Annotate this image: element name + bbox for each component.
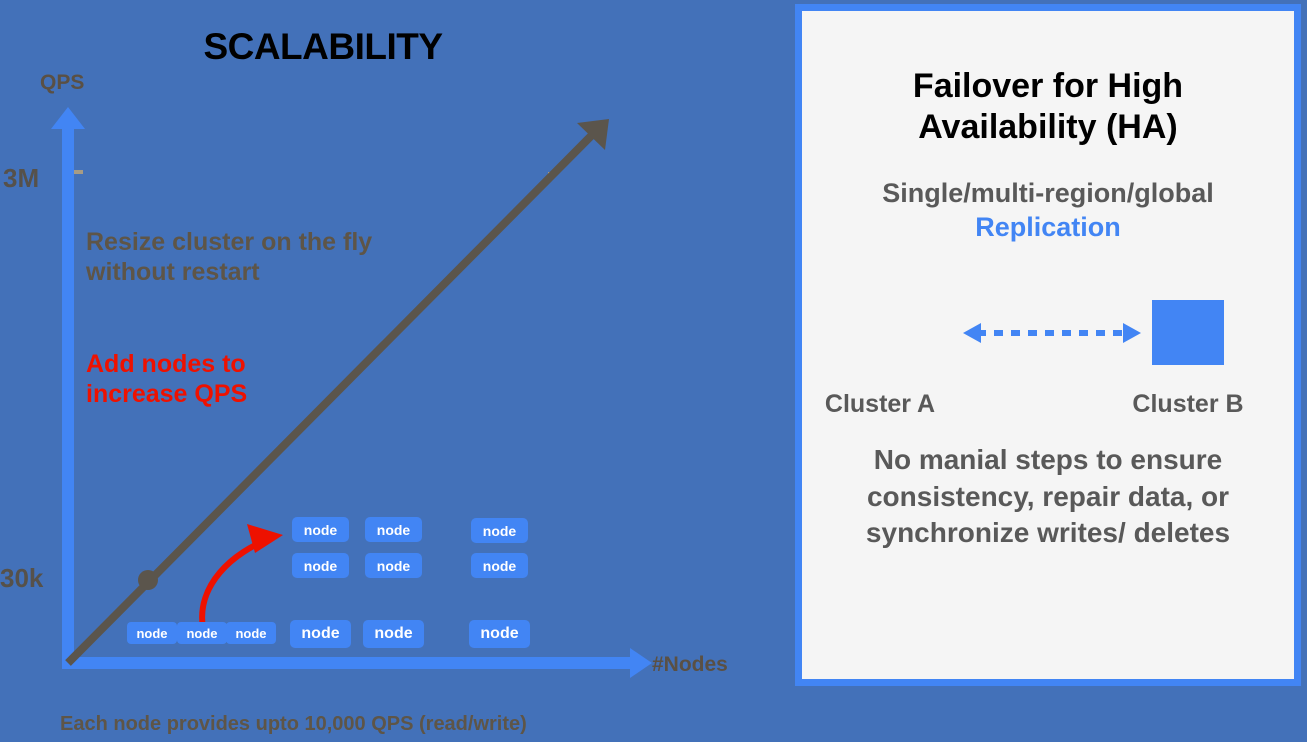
cluster-a-label: Cluster A — [824, 390, 936, 419]
ha-panel-subtitle: Single/multi-region/global Replication — [802, 177, 1294, 245]
node-box[interactable]: node — [226, 622, 276, 644]
cluster-a-box[interactable] — [845, 300, 917, 366]
x-axis-line — [62, 657, 640, 669]
node-box[interactable]: node — [177, 622, 227, 644]
trend-line-graphic — [65, 119, 609, 666]
cluster-b-box[interactable] — [1152, 300, 1224, 366]
y-axis-arrow-icon — [51, 107, 85, 129]
guide-line-vertical — [548, 172, 552, 662]
bidirectional-replication-arrow-icon — [963, 323, 1141, 344]
annotation-add-nodes: Add nodes to increase QPS — [86, 350, 248, 408]
trend-arrow-icon — [577, 119, 609, 150]
node-box[interactable]: node — [471, 518, 528, 543]
annotation-resize-cluster: Resize cluster on the fly without restar… — [86, 228, 373, 286]
scalability-chart-panel: SCALABILITY QPS #Nodes 3M 30k Resize clu… — [0, 26, 728, 735]
x-axis-arrow-icon — [630, 648, 652, 678]
high-availability-panel: Failover for High Availability (HA) Sing… — [795, 4, 1301, 686]
growth-callout-arrowhead-icon — [247, 524, 283, 553]
y-axis-tick-3m: 3M — [3, 163, 40, 193]
ha-panel-body-text: No manial steps to ensure consistency, r… — [865, 444, 1231, 549]
node-box[interactable]: node — [127, 622, 177, 644]
node-box[interactable]: node — [292, 517, 349, 542]
ha-panel-title: Failover for High Availability (HA) — [912, 67, 1184, 147]
guide-line-horizontal — [74, 170, 556, 174]
x-axis-title: #Nodes — [652, 653, 728, 676]
page-title: SCALABILITY — [203, 26, 443, 67]
node-box[interactable]: node — [292, 553, 349, 578]
node-box[interactable]: node — [363, 620, 424, 648]
ha-subtitle-main: Single/multi-region/global — [882, 177, 1214, 208]
node-box[interactable]: node — [469, 620, 530, 648]
node-box[interactable]: node — [365, 553, 422, 578]
node-box[interactable]: node — [471, 553, 528, 578]
y-axis-line — [62, 122, 74, 665]
cluster-b-label: Cluster B — [1132, 390, 1244, 419]
node-box[interactable]: node — [365, 517, 422, 542]
data-point-30k — [138, 570, 158, 590]
ha-subtitle-accent: Replication — [975, 211, 1121, 242]
cluster-replication-diagram: Cluster A Cluster B — [802, 282, 1294, 432]
growth-callout-arrow — [199, 535, 275, 631]
y-axis-tick-30k: 30k — [0, 563, 44, 593]
node-box[interactable]: node — [290, 620, 351, 648]
chart-footnote: Each node provides upto 10,000 QPS (read… — [60, 713, 527, 735]
y-axis-title: QPS — [40, 71, 85, 94]
